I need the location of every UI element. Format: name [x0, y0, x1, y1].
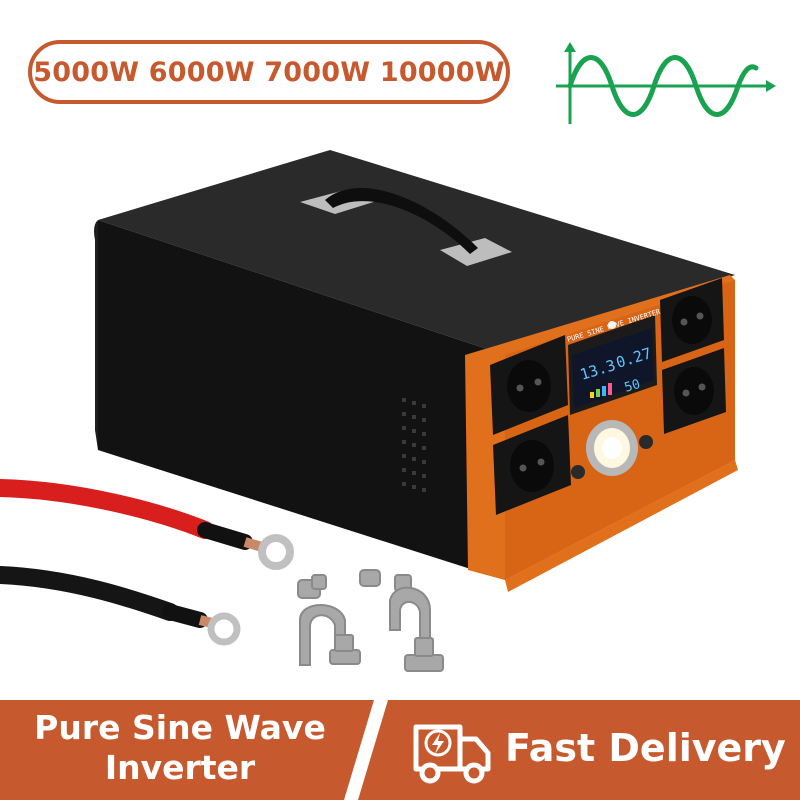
- inverter-top: [98, 150, 735, 355]
- ac-socket-right-bottom: [662, 348, 726, 434]
- ac-socket-right-top: [660, 278, 724, 362]
- vent-grille: [402, 398, 426, 492]
- inverter-side: [98, 220, 505, 580]
- battery-clamp-right: [359, 569, 444, 672]
- bottom-banner: [0, 700, 800, 800]
- battery-cables-image: [0, 479, 444, 672]
- battery-clamp-left: [297, 574, 361, 666]
- ac-socket-left-bottom: [493, 415, 571, 515]
- banner-product-type: Pure Sine Wave Inverter: [0, 708, 360, 788]
- frequency-readout: 50: [623, 377, 642, 396]
- banner-fast-delivery: Fast Delivery: [505, 726, 786, 770]
- inverter-product-image: PURE SINE WAVE INVERTER 13.3 0.27 50: [94, 150, 738, 592]
- banner-left-line2: Inverter: [104, 748, 256, 787]
- carry-handle: [300, 187, 512, 266]
- sine-wave-icon: [556, 42, 776, 124]
- power-button: [586, 420, 638, 476]
- terminal-knob-left: [571, 465, 585, 479]
- power-ratings-badge: 5000W 6000W 7000W 10000W: [28, 40, 510, 104]
- power-indicator: [608, 321, 616, 329]
- delivery-truck-icon: [413, 724, 491, 784]
- power-ratings-text: 5000W 6000W 7000W 10000W: [33, 56, 505, 88]
- banner-left-line1: Pure Sine Wave: [34, 708, 326, 747]
- terminal-knob-right: [639, 435, 653, 449]
- ac-socket-left-top: [490, 335, 568, 435]
